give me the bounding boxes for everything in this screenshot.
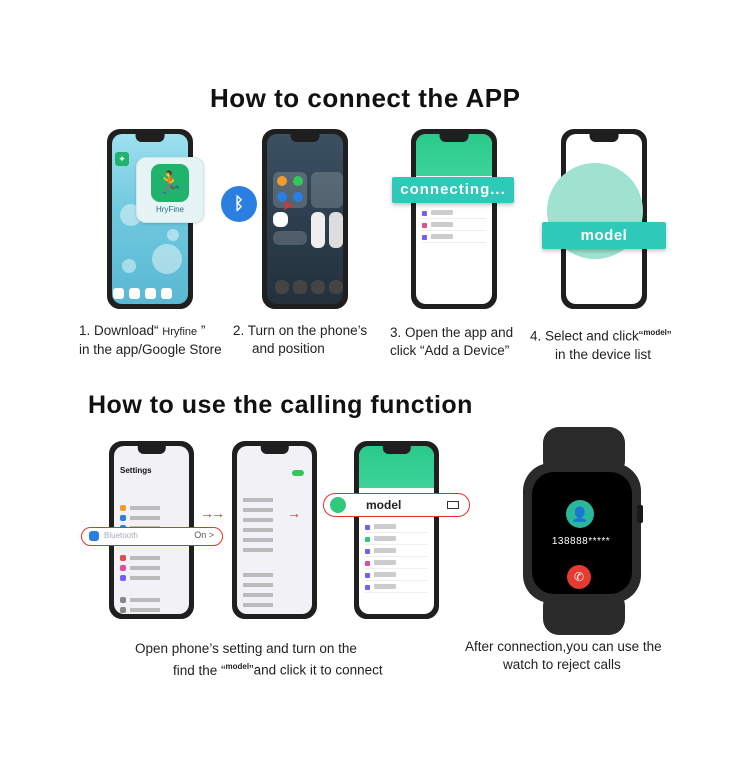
calculator-tile[interactable] bbox=[311, 280, 325, 294]
calling-right-caption: After connection,you can use the watch t… bbox=[465, 639, 662, 672]
red-arrow: ➤ bbox=[282, 197, 294, 213]
volume-slider[interactable] bbox=[329, 212, 343, 248]
model-label: model bbox=[366, 498, 402, 512]
step3-caption: 3. Open the app and click “Add a Device” bbox=[390, 325, 514, 358]
step1-caption: 1. Download“ Hryfine ” in the app/Google… bbox=[79, 323, 222, 357]
brightness-slider[interactable] bbox=[311, 212, 325, 248]
settings-title: Settings bbox=[120, 466, 152, 475]
bluetooth-toggle[interactable] bbox=[293, 192, 303, 202]
cellular-toggle[interactable] bbox=[293, 176, 303, 186]
hryfine-app-label: HryFine bbox=[155, 205, 184, 214]
caller-number: 138888***** bbox=[551, 536, 611, 547]
connect-heading: How to connect the APP bbox=[210, 83, 521, 113]
phone-app-connected bbox=[354, 441, 439, 619]
app-home-screen bbox=[416, 134, 492, 304]
flashlight-tile[interactable] bbox=[275, 280, 289, 294]
phone-notch bbox=[589, 134, 619, 142]
control-center-screen bbox=[267, 134, 343, 304]
bluetooth-list-screen bbox=[237, 446, 312, 614]
hryfine-small-icon: ✦ bbox=[115, 152, 129, 166]
focus-tile[interactable] bbox=[273, 231, 307, 245]
phone-notch bbox=[260, 446, 289, 454]
connecting-banner: connecting... bbox=[392, 177, 514, 203]
hryfine-app-card[interactable]: 🏃 HryFine bbox=[136, 157, 204, 223]
phone-notch bbox=[137, 446, 166, 454]
app-connected-screen bbox=[359, 446, 434, 614]
calling-left-caption: Open phone’s setting and turn on the fin… bbox=[135, 641, 383, 678]
red-arrow: → bbox=[287, 505, 301, 521]
person-icon: 👤 bbox=[566, 500, 594, 528]
calling-heading: How to use the calling function bbox=[88, 391, 473, 419]
bluetooth-label: Bluetooth bbox=[104, 531, 138, 540]
phone-bluetooth-list bbox=[232, 441, 317, 619]
model-banner[interactable]: model bbox=[542, 222, 666, 249]
bluetooth-icon: ᛒ bbox=[221, 186, 257, 222]
bluetooth-toggle[interactable] bbox=[292, 470, 304, 476]
model-device-row[interactable]: model bbox=[323, 493, 470, 517]
phone-dock bbox=[113, 286, 189, 300]
airplane-toggle[interactable] bbox=[277, 176, 287, 186]
orientation-tile[interactable] bbox=[273, 212, 288, 227]
step4-caption: 4. Select and click“model” in the device… bbox=[530, 328, 672, 362]
camera-tile[interactable] bbox=[329, 280, 343, 294]
phone-control-center bbox=[262, 129, 348, 309]
phone-notch bbox=[135, 134, 165, 142]
bluetooth-state: On > bbox=[194, 530, 214, 540]
phone-notch bbox=[290, 134, 320, 142]
media-tile[interactable] bbox=[311, 172, 343, 208]
bluetooth-icon bbox=[89, 531, 99, 541]
phone-reject-icon[interactable]: ✆ bbox=[567, 565, 591, 589]
phone-app-home bbox=[411, 129, 497, 309]
timer-tile[interactable] bbox=[293, 280, 307, 294]
watch-crown bbox=[637, 505, 643, 523]
battery-icon bbox=[447, 501, 459, 509]
red-arrow: →→ bbox=[200, 505, 225, 521]
hryfine-app-icon: 🏃 bbox=[151, 164, 189, 202]
watch-device-icon bbox=[330, 497, 346, 513]
step2-caption: 2. Turn on the phone’s and position bbox=[233, 323, 368, 356]
phone-notch bbox=[439, 134, 469, 142]
phone-notch bbox=[382, 446, 411, 454]
bluetooth-setting-row[interactable]: Bluetooth On > bbox=[81, 527, 223, 546]
wifi-toggle[interactable] bbox=[277, 192, 287, 202]
